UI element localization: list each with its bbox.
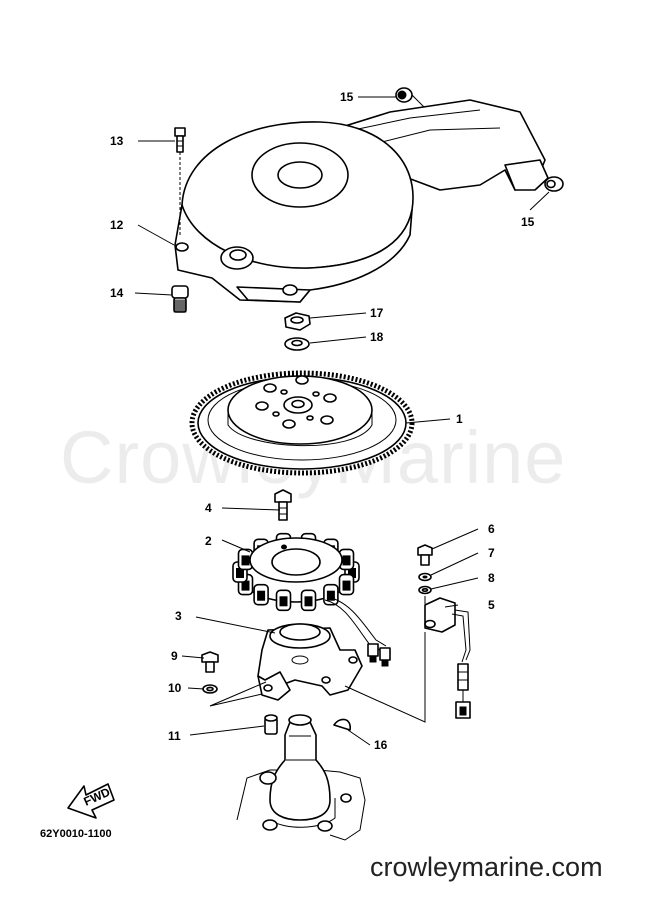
base-plate[interactable] — [257, 623, 363, 701]
stator-winding-core — [241, 555, 250, 566]
nut-17[interactable] — [284, 312, 311, 331]
callout-3: 3 — [175, 609, 182, 623]
callout-15-side: 15 — [521, 215, 535, 229]
stator-winding-core — [257, 590, 266, 601]
diagram-code: 62Y0010-1100 — [40, 828, 112, 840]
stator-winding-core — [304, 596, 313, 607]
grommet-14[interactable] — [171, 285, 189, 313]
callout-numbers: 1 2 3 4 5 6 7 8 9 10 11 12 13 14 15 15 1… — [110, 90, 535, 752]
stator-winding-core — [342, 580, 351, 591]
callout-6: 6 — [488, 522, 495, 536]
callout-8: 8 — [488, 571, 495, 585]
callout-16: 16 — [374, 738, 388, 752]
washer-10[interactable] — [202, 684, 218, 694]
stator-winding-core — [342, 555, 351, 566]
callout-13: 13 — [110, 134, 124, 148]
callout-10: 10 — [168, 681, 182, 695]
screw-9[interactable] — [201, 651, 219, 673]
bolt-13[interactable] — [174, 127, 186, 235]
bolt-4[interactable] — [274, 489, 292, 521]
callout-12: 12 — [110, 218, 124, 232]
callout-18: 18 — [370, 330, 384, 344]
stator-winding-core — [241, 580, 250, 591]
pulser-coil-5[interactable] — [424, 597, 471, 719]
callout-14: 14 — [110, 286, 124, 300]
stator-coil[interactable] — [232, 532, 391, 667]
flywheel[interactable] — [189, 370, 415, 476]
callout-2: 2 — [205, 534, 212, 548]
stator-winding-core — [348, 568, 356, 578]
stator-winding-core — [236, 568, 244, 578]
stator-winding-core — [326, 590, 335, 601]
site-url: crowleymarine.com — [370, 852, 603, 882]
flywheel-cover[interactable] — [174, 99, 549, 303]
callout-7: 7 — [488, 546, 495, 560]
washer-8[interactable] — [418, 585, 432, 595]
callout-1: 1 — [456, 412, 463, 426]
crankshaft-housing — [236, 714, 366, 841]
callout-15-top: 15 — [340, 90, 354, 104]
stator-winding-core — [279, 596, 288, 607]
screw-6[interactable] — [417, 544, 433, 566]
grommet-15-side[interactable] — [544, 176, 564, 192]
callout-4: 4 — [205, 501, 212, 515]
callout-17: 17 — [370, 306, 384, 320]
washer-7[interactable] — [418, 572, 432, 582]
washer-18[interactable] — [284, 337, 310, 351]
callout-5: 5 — [488, 598, 495, 612]
leader-lines — [134, 94, 550, 746]
grommet-15-top[interactable] — [395, 87, 413, 103]
callout-9: 9 — [171, 649, 178, 663]
woodruff-key-16[interactable] — [333, 718, 351, 731]
collar-11[interactable] — [264, 714, 278, 735]
callout-11: 11 — [168, 729, 181, 743]
forward-arrow-icon: FWD — [67, 783, 115, 819]
